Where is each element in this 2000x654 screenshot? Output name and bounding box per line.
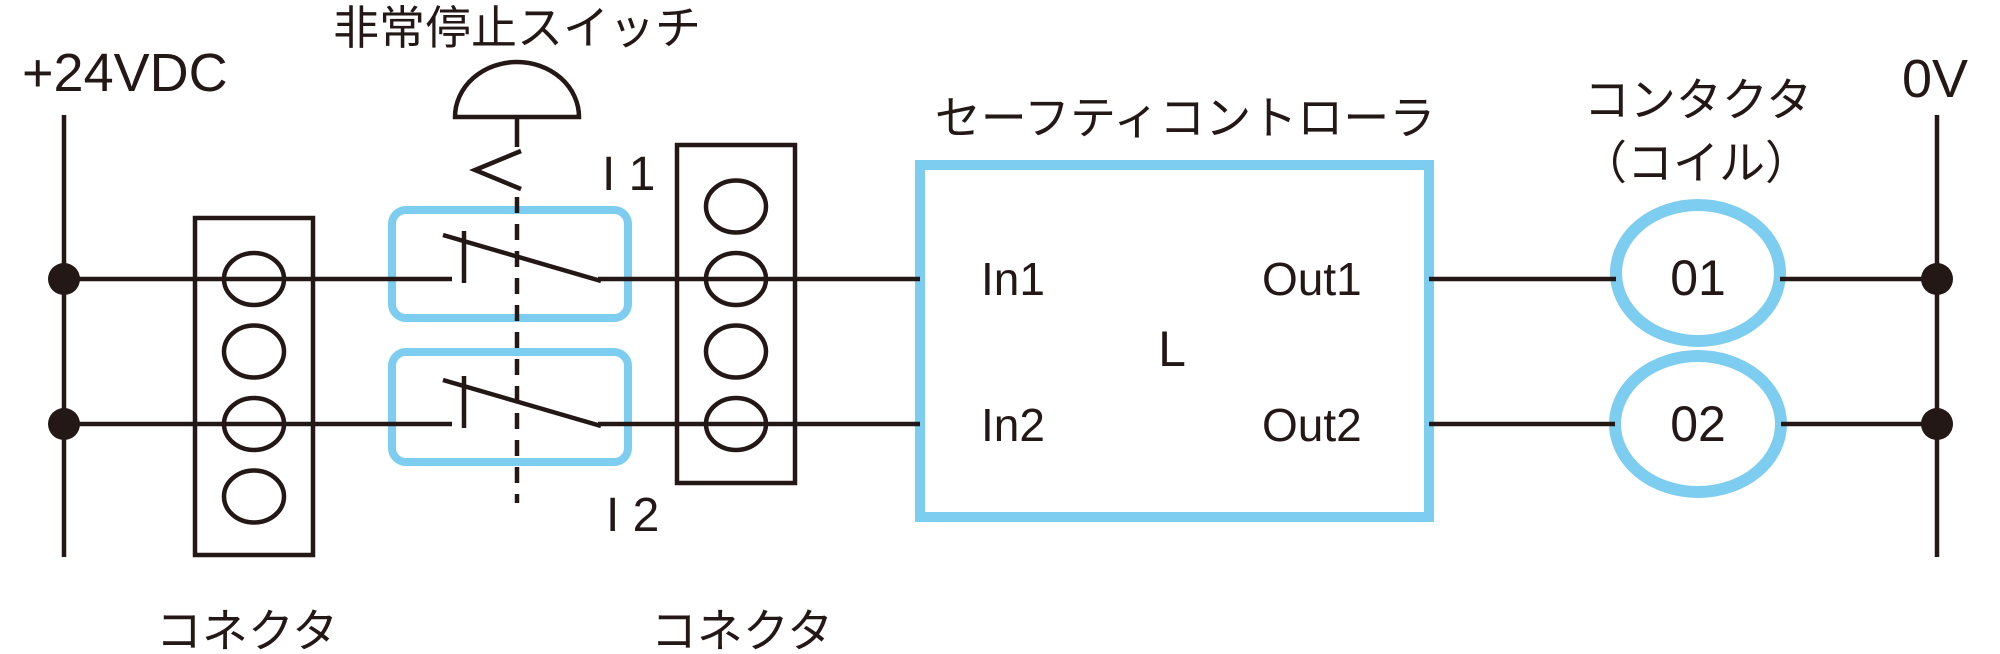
junction-dot — [48, 263, 80, 295]
connector-left-body — [192, 215, 316, 558]
label-input-1: I 1 — [602, 148, 655, 201]
emergency-stop-switch-symbol — [452, 59, 582, 503]
label-contactor-sub: （コイル） — [1581, 137, 1811, 189]
connector-pin-icon — [703, 250, 769, 308]
contact-2-blade — [442, 377, 602, 429]
label-supply-zero: 0V — [1902, 49, 1968, 109]
nc-contact-1-highlight-box — [388, 206, 632, 322]
nc-contact-1-symbol — [442, 231, 602, 284]
label-controller-logic: L — [1158, 321, 1186, 377]
label-connector-right: コネクタ — [651, 605, 833, 654]
nc-contact-2-highlight-box — [388, 348, 632, 466]
connector-left-symbol — [192, 215, 316, 558]
connector-pin-icon — [703, 323, 769, 380]
wiring-layer — [48, 59, 1953, 558]
label-coil-1: 01 — [1670, 250, 1726, 306]
label-supply-positive: +24VDC — [22, 43, 228, 103]
label-controller-in2: In2 — [981, 399, 1045, 451]
label-contactor: コンタクタ — [1584, 74, 1812, 126]
estop-mushroom-button-icon — [452, 59, 582, 120]
label-coil-2: 02 — [1670, 396, 1726, 452]
junction-dot — [48, 408, 80, 440]
label-connector-left: コネクタ — [156, 605, 338, 654]
contactor-coil-1-circle — [1610, 199, 1786, 347]
connector-pin-icon — [703, 395, 769, 453]
connector-pin-icon — [221, 468, 287, 525]
junction-dot — [1921, 408, 1953, 440]
text-layer: +24VDC 0V 非常停止スイッチ セーフティコントローラ コンタクタ （コイ… — [22, 2, 1968, 654]
label-controller-out2: Out2 — [1262, 399, 1362, 451]
plunger-chevron-icon — [469, 148, 522, 192]
connector-right-body — [674, 142, 798, 486]
label-emergency-stop: 非常停止スイッチ — [333, 2, 701, 54]
connector-pin-icon — [221, 250, 287, 308]
connector-right-symbol — [674, 142, 798, 486]
label-input-2: I 2 — [606, 489, 659, 542]
connector-pin-icon — [221, 323, 287, 380]
safety-controller-box — [915, 160, 1434, 522]
label-controller-in1: In1 — [981, 253, 1045, 305]
highlight-layer — [388, 160, 1787, 522]
connector-pin-icon — [703, 178, 769, 235]
connector-pin-icon — [221, 395, 287, 453]
contact-1-blade — [442, 232, 602, 284]
label-safety-controller: セーフティコントローラ — [935, 92, 1435, 144]
label-controller-out1: Out1 — [1262, 253, 1362, 305]
junction-dot — [1921, 263, 1953, 295]
nc-contact-2-symbol — [442, 376, 602, 429]
